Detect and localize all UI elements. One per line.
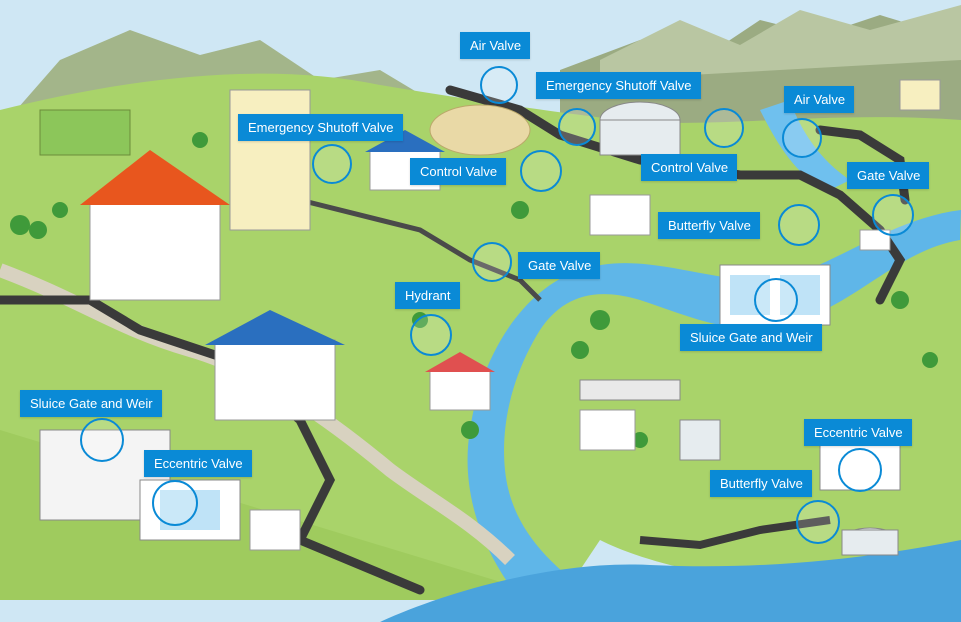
mountain-back <box>600 5 961 80</box>
label-control-valve-right[interactable]: Control Valve <box>641 154 738 181</box>
sports-field <box>429 104 531 156</box>
label-sluice-gate-left[interactable]: Sluice Gate and Weir <box>20 390 162 417</box>
label-hydrant[interactable]: Hydrant <box>395 282 460 309</box>
label-control-valve-center[interactable]: Control Valve <box>410 158 507 185</box>
marker-ring-sluice-gate-left[interactable] <box>80 418 124 462</box>
label-emergency-shutoff-top[interactable]: Emergency Shutoff Valve <box>536 72 701 99</box>
label-air-valve-top[interactable]: Air Valve <box>460 32 531 59</box>
marker-ring-air-valve-top[interactable] <box>480 66 518 104</box>
pipeline-city <box>299 197 542 302</box>
marker-ring-hydrant[interactable] <box>410 314 452 356</box>
label-butterfly-valve-bottom[interactable]: Butterfly Valve <box>710 470 812 497</box>
marker-ring-gate-valve-right[interactable] <box>872 194 914 236</box>
label-butterfly-valve-top[interactable]: Butterfly Valve <box>658 212 760 239</box>
marker-ring-control-valve-right[interactable] <box>704 108 744 148</box>
marker-ring-sluice-gate-right[interactable] <box>754 278 798 322</box>
label-eccentric-valve-right[interactable]: Eccentric Valve <box>804 419 912 446</box>
marker-ring-control-valve-center[interactable] <box>520 150 562 192</box>
label-gate-valve-right[interactable]: Gate Valve <box>847 162 930 189</box>
label-gate-valve-center[interactable]: Gate Valve <box>518 252 601 279</box>
marker-ring-emergency-shutoff-top[interactable] <box>558 108 596 146</box>
marker-ring-butterfly-valve-bottom[interactable] <box>796 500 840 544</box>
marker-ring-emergency-shutoff-left[interactable] <box>312 144 352 184</box>
trees <box>10 132 938 448</box>
marker-ring-eccentric-valve-right[interactable] <box>838 448 882 492</box>
marker-ring-eccentric-valve-left[interactable] <box>152 480 198 526</box>
sea <box>380 540 961 622</box>
pipeline-lower <box>639 516 831 550</box>
marker-ring-air-valve-right[interactable] <box>782 118 822 158</box>
marker-ring-gate-valve-center[interactable] <box>472 242 512 282</box>
marker-ring-butterfly-valve-top[interactable] <box>778 204 820 246</box>
label-eccentric-valve-left[interactable]: Eccentric Valve <box>144 450 252 477</box>
label-sluice-gate-right[interactable]: Sluice Gate and Weir <box>680 324 822 351</box>
farm <box>39 109 131 156</box>
label-air-valve-right[interactable]: Air Valve <box>784 86 855 113</box>
houses <box>80 79 941 551</box>
label-emergency-shutoff-left[interactable]: Emergency Shutoff Valve <box>238 114 403 141</box>
